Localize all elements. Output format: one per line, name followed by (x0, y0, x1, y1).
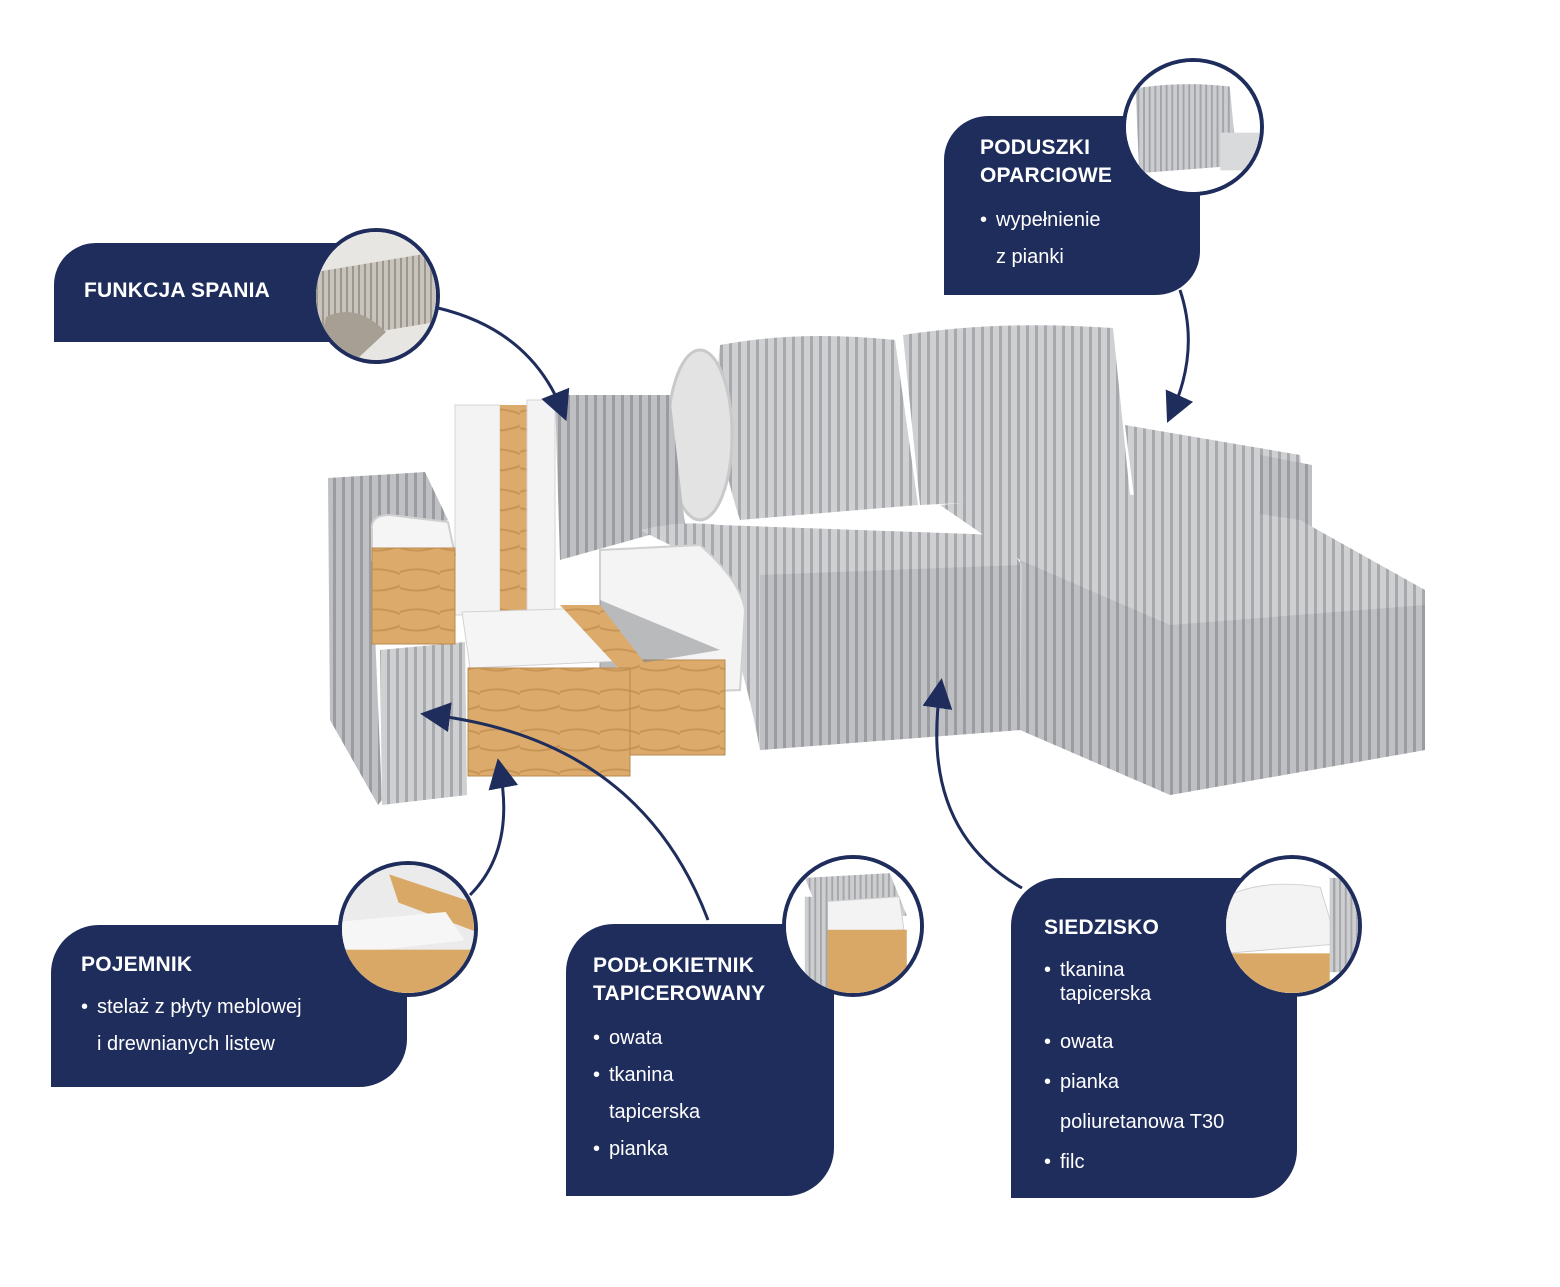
card-title: POJEMNIK (81, 953, 193, 976)
card-title: FUNKCJA SPANIA (84, 279, 270, 302)
feature-item: wypełnienie z pianki (980, 202, 1200, 276)
feature-list: wypełnienie z pianki (980, 202, 1200, 276)
arrow-funkcja-spania (437, 306, 570, 422)
zoom-detail-icon-funkcja-spania (312, 228, 440, 364)
feature-item: owata (593, 1020, 834, 1057)
zoom-detail-icon-podlokietnik (782, 855, 924, 997)
arrow-pojemnik (468, 758, 519, 897)
feature-item: pianka (593, 1131, 834, 1168)
connector-arrows (420, 289, 1194, 921)
arrow-podlokietnik (420, 702, 710, 921)
feature-item: pianka poliuretanowa T30 (1044, 1062, 1297, 1142)
card-title: PODŁOKIETNIK TAPICEROWANY (593, 954, 766, 1005)
arrow-poduszki (1165, 289, 1194, 423)
feature-list: owata tkanina tapicerska pianka (593, 1020, 834, 1168)
back-cushions (666, 325, 1130, 522)
feature-item: stelaż z płyty meblowej i drewnianych li… (81, 989, 407, 1063)
zoom-detail-icon-poduszki (1122, 58, 1264, 196)
arrow-siedzisko (922, 678, 1023, 890)
backrest-cutaway (454, 395, 685, 616)
chaise-section (940, 425, 1425, 795)
main-seat (599, 523, 1022, 756)
armrest-cutaway (328, 472, 467, 805)
card-title: SIEDZISKO (1044, 916, 1159, 939)
feature-list: stelaż z płyty meblowej i drewnianych li… (81, 989, 407, 1063)
zoom-detail-icon-siedzisko (1222, 855, 1362, 997)
zoom-detail-icon-pojemnik (338, 861, 478, 997)
feature-item: owata (1044, 1022, 1297, 1062)
card-title: PODUSZKI OPARCIOWE (980, 136, 1113, 187)
feature-item: tkanina tapicerska (593, 1057, 834, 1131)
storage-box (461, 605, 650, 777)
feature-item: filc (1044, 1142, 1297, 1182)
feature-list: tkanina tapicerska owata pianka poliuret… (1044, 958, 1297, 1182)
card-podlokietnik-tapicerowany: PODŁOKIETNIK TAPICEROWANY owata tkanina … (566, 924, 834, 1196)
feature-item: tkanina tapicerska (1044, 958, 1297, 1006)
